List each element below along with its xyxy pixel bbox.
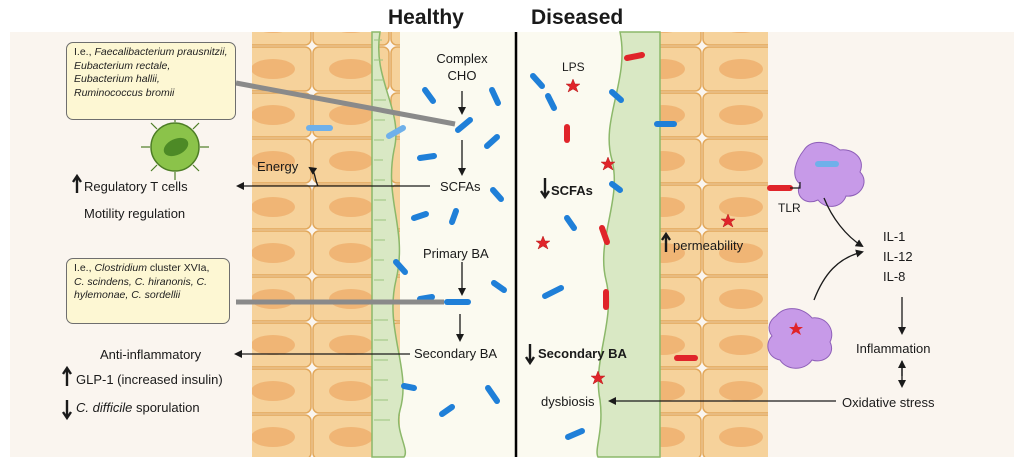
cdiff-italic: C. difficile [76, 400, 133, 415]
box-bottom-prefix: I.e., [74, 262, 95, 274]
box-top-connector [235, 80, 456, 127]
box-bottom-species: C. scindens, C. hiranonis, C. hylemonae,… [74, 275, 208, 302]
energy-label: Energy [257, 159, 299, 174]
il1-label: IL-1 [883, 229, 906, 244]
red-bacteria-diseased [564, 52, 793, 361]
inflammation-label: Inflammation [856, 341, 931, 356]
blue-bacteria-diseased [530, 73, 677, 440]
bacteria-examples-box-bottom: I.e., Clostridium cluster XVIa, C. scind… [66, 258, 230, 324]
box-top-species: Faecalibacterium prausnitzii, Eubacteriu… [74, 46, 228, 99]
regulatory-t-cell-icon [141, 114, 209, 180]
immune-cell-lps-icon [789, 322, 803, 335]
primary-ba-label: Primary BA [423, 246, 489, 261]
tlr-label: TLR [778, 201, 801, 215]
scfas-label-diseased: SCFAs [551, 183, 593, 198]
regulatory-t-cells-label: Regulatory T cells [84, 179, 188, 194]
diseased-header: Diseased [531, 6, 624, 29]
il12-label: IL-12 [883, 249, 913, 264]
oxidative-stress-label: Oxidative stress [842, 395, 935, 410]
healthy-arrows [234, 91, 466, 358]
secondary-ba-label-diseased: Secondary BA [538, 346, 627, 361]
complex-cho-label: Complex CHO [436, 51, 488, 83]
immune-cell-bottom-icon [767, 308, 833, 369]
scfas-label-healthy: SCFAs [440, 179, 481, 194]
box-bottom-mid: cluster XVIa, [146, 262, 210, 274]
box-top-prefix: I.e., [74, 46, 95, 58]
cdiff-sporulation-label: C. difficile sporulation [76, 400, 200, 415]
glp1-label: GLP-1 (increased insulin) [76, 372, 223, 387]
lps-label: LPS [562, 60, 585, 74]
cdiff-rest: sporulation [132, 400, 200, 415]
epithelium-diseased [658, 32, 768, 457]
motility-regulation-label: Motility regulation [84, 206, 186, 221]
blue-bacteria-healthy [393, 87, 507, 417]
bacteria-examples-box-top: I.e., Faecalibacterium prausnitzii, Euba… [66, 42, 236, 120]
dysbiosis-label: dysbiosis [541, 394, 595, 409]
mucus-layer-diseased [596, 31, 661, 458]
il8-label: IL-8 [883, 269, 906, 284]
healthy-header: Healthy [388, 6, 464, 29]
lps-star-icons [535, 78, 736, 385]
anti-inflammatory-label: Anti-inflammatory [100, 347, 202, 362]
diseased-arrows [608, 182, 906, 405]
permeability-label: permeability [673, 238, 744, 253]
secondary-ba-label-healthy: Secondary BA [414, 346, 498, 361]
attached-bacteria-healthy [306, 125, 406, 139]
bold-indicator-arrows [62, 173, 671, 421]
microvilli-healthy [374, 39, 390, 421]
box-bottom-genus: Clostridium [94, 262, 147, 274]
